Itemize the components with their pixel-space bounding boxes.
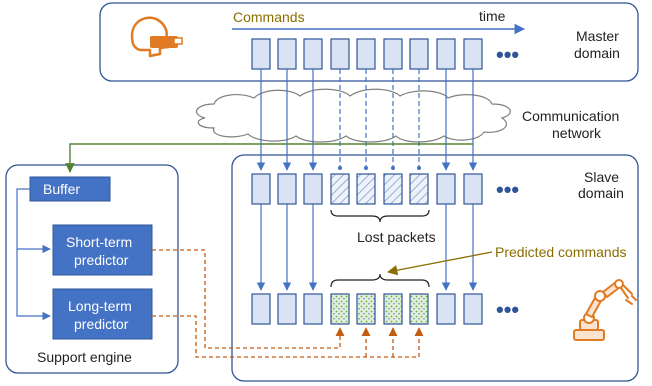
executed-packet (277, 293, 297, 325)
master-packet (463, 38, 483, 70)
master-domain-label-1: Master (576, 28, 619, 44)
feedback-arrow (65, 143, 473, 173)
master-packet (277, 38, 297, 70)
execution-arrows (256, 204, 478, 291)
buffer-to-short-arrow (16, 188, 51, 254)
master-packet (251, 38, 271, 70)
slave-executed-packets (251, 293, 483, 325)
predicted-packet (330, 293, 350, 325)
vr-headset-icon (130, 16, 183, 58)
long-term-label-1: Long-term (68, 298, 132, 314)
time-label: time (479, 8, 506, 24)
master-packet (356, 38, 376, 70)
predicted-packet (409, 293, 429, 325)
received-packet (463, 173, 483, 205)
buffer-box (29, 176, 111, 202)
master-packets (251, 38, 483, 70)
predicted-brace (330, 273, 430, 288)
master-ellipsis: ••• (496, 42, 519, 67)
slave-row2-ellipsis: ••• (496, 297, 519, 322)
master-packet (409, 38, 429, 70)
short-term-label-2: predictor (74, 252, 129, 268)
lost-packet (383, 173, 403, 205)
executed-packet (463, 293, 483, 325)
master-packet (436, 38, 456, 70)
received-packet (277, 173, 297, 205)
executed-packet (436, 293, 456, 325)
short-term-predictor-box (52, 224, 153, 276)
lost-packet (356, 173, 376, 205)
master-packet (330, 38, 350, 70)
network-label-2: network (552, 125, 602, 141)
slave-domain-label-1: Slave (584, 169, 619, 185)
buffer-to-long-arrow (16, 249, 51, 321)
slave-received-packets (251, 173, 483, 205)
master-domain-label-2: domain (574, 45, 620, 61)
slave-row1-ellipsis: ••• (496, 177, 519, 202)
transmission-arrows (256, 69, 478, 171)
robot-arm-icon (573, 279, 637, 341)
master-packet (383, 38, 403, 70)
lost-packets-label: Lost packets (357, 229, 436, 245)
master-packet (303, 38, 323, 70)
prediction-arrows (152, 249, 424, 358)
support-engine-label: Support engine (37, 349, 132, 365)
slave-domain-box (231, 154, 639, 382)
predicted-commands-arrow (386, 251, 493, 276)
network-label-1: Communication (522, 108, 619, 124)
short-term-label-1: Short-term (66, 234, 132, 250)
received-packet (436, 173, 456, 205)
predicted-commands-label: Predicted commands (495, 244, 627, 260)
buffer-label: Buffer (43, 181, 80, 197)
received-packet (303, 173, 323, 205)
predicted-packet (356, 293, 376, 325)
long-term-label-2: predictor (74, 316, 129, 332)
lost-packets-brace (330, 209, 430, 223)
executed-packet (303, 293, 323, 325)
lost-packet (330, 173, 350, 205)
received-packet (251, 173, 271, 205)
lost-packet (409, 173, 429, 205)
network-cloud (195, 88, 511, 143)
commands-label: Commands (233, 9, 305, 25)
slave-domain-label-2: domain (578, 185, 624, 201)
predicted-packet (383, 293, 403, 325)
long-term-predictor-box (52, 288, 153, 340)
executed-packet (251, 293, 271, 325)
